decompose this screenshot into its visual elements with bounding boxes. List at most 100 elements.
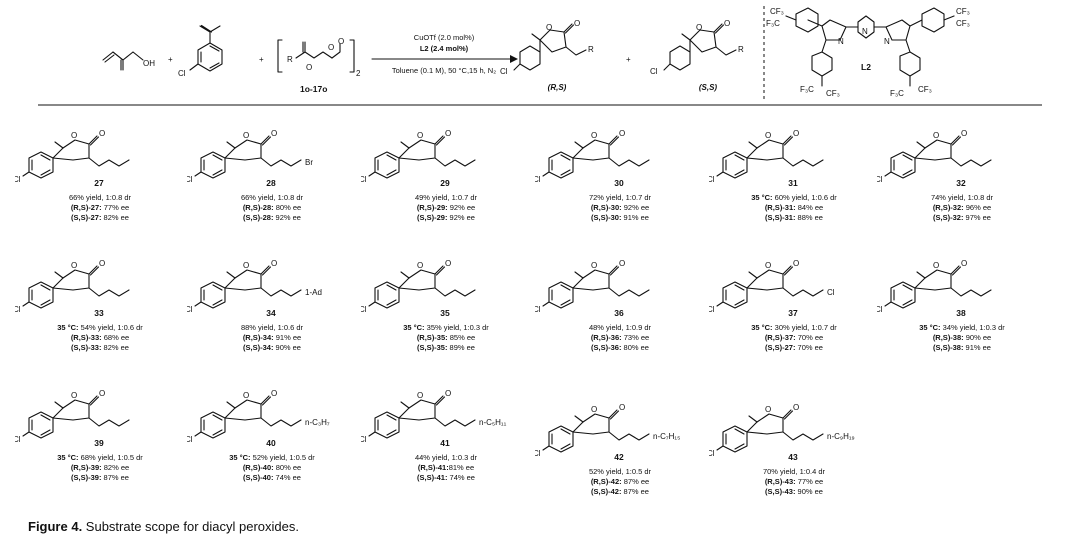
compound-number: 38 — [956, 308, 966, 318]
svg-text:Cl: Cl — [535, 305, 541, 314]
product-rs-structure: O O R Cl (R,S) — [500, 19, 594, 92]
svg-text:n-C₃H₇: n-C₃H₇ — [305, 418, 330, 427]
compound-number: 28 — [266, 178, 276, 188]
svg-text:Cl: Cl — [361, 305, 367, 314]
compound-structure: Cl O O 32 — [875, 129, 992, 188]
svg-text:Cl: Cl — [535, 175, 541, 184]
svg-text:Cl: Cl — [361, 435, 367, 444]
condition-ligand: L2 (2.4 mol%) — [420, 44, 469, 53]
svg-text:O: O — [619, 259, 625, 268]
svg-text:Cl: Cl — [877, 305, 883, 314]
compound-number: 33 — [94, 308, 104, 318]
compound-number: 32 — [956, 178, 966, 188]
compound-results: 49% yield, 1:0.7 dr(R,S)-29: 92% ee(S,S)… — [414, 193, 478, 222]
svg-text:O: O — [328, 43, 334, 52]
svg-text:O: O — [933, 131, 939, 140]
svg-text:O: O — [793, 403, 799, 412]
svg-text:O: O — [765, 261, 771, 270]
compound-entry: Cl O O 33 35 °C: 54% yield, 1:0.6 dr(R,S)-33… — [13, 248, 185, 353]
compound-results: 70% yield, 1:0.4 dr(R,S)-43: 77% ee(S,S)… — [762, 467, 826, 496]
compound-number: 27 — [94, 178, 104, 188]
svg-text:O: O — [546, 23, 552, 32]
svg-text:1-Ad: 1-Ad — [305, 288, 322, 297]
svg-text:2: 2 — [356, 69, 361, 78]
svg-text:Cl: Cl — [535, 449, 541, 458]
svg-text:(R,S): (R,S) — [548, 83, 567, 92]
compound-results: 52% yield, 1:0.5 dr(R,S)-42: 87% ee(S,S)… — [588, 467, 652, 496]
svg-text:(S,S): (S,S) — [699, 83, 718, 92]
ligand-l2-structure: N N N CF₃ F₃C CF₃ CF₃ F₃C CF₃ F₃C CF₃ L2 — [766, 7, 970, 98]
svg-text:O: O — [619, 403, 625, 412]
svg-text:L2: L2 — [861, 62, 871, 72]
compound-results: 88% yield, 1:0.6 dr(R,S)-34: 91% ee(S,S)… — [240, 323, 304, 352]
svg-text:O: O — [417, 131, 423, 140]
plus-sign-3: + — [626, 55, 631, 64]
svg-text:Cl: Cl — [650, 67, 658, 76]
svg-text:O: O — [71, 391, 77, 400]
compound-number: 29 — [440, 178, 450, 188]
svg-text:O: O — [71, 261, 77, 270]
svg-text:O: O — [243, 261, 249, 270]
compound-results: 35 °C: 34% yield, 1:0.3 dr(R,S)-38: 90% … — [919, 323, 1005, 352]
compound-results: 66% yield, 1:0.8 dr(R,S)-27: 77% ee(S,S)… — [68, 193, 132, 222]
svg-text:OH: OH — [143, 59, 155, 68]
compound-number: 41 — [440, 438, 450, 448]
svg-text:O: O — [961, 259, 967, 268]
reaction-scheme: OH + Cl + R O O O 2 1o-17o CuOTf (2.0 mo… — [38, 6, 1042, 106]
svg-text:O: O — [765, 131, 771, 140]
svg-text:O: O — [574, 19, 580, 28]
svg-text:R: R — [738, 45, 744, 54]
svg-text:Br: Br — [305, 158, 313, 167]
compound-results: 35 °C: 52% yield, 1:0.5 dr(R,S)-40: 80% … — [229, 453, 315, 482]
svg-text:O: O — [243, 391, 249, 400]
svg-text:Cl: Cl — [361, 175, 367, 184]
svg-text:CF₃: CF₃ — [770, 7, 784, 16]
compound-results: 35 °C: 54% yield, 1:0.6 dr(R,S)-33: 68% … — [57, 323, 143, 352]
svg-text:O: O — [591, 261, 597, 270]
compound-structure: Cl O O 33 — [13, 259, 130, 318]
svg-text:Cl: Cl — [15, 435, 21, 444]
svg-text:CF₃: CF₃ — [956, 7, 970, 16]
svg-text:1o-17o: 1o-17o — [300, 84, 327, 94]
svg-text:O: O — [933, 261, 939, 270]
svg-text:Cl: Cl — [709, 449, 715, 458]
condition-catalyst: CuOTf (2.0 mol%) — [414, 33, 475, 42]
svg-text:Cl: Cl — [178, 69, 186, 78]
svg-text:Cl: Cl — [187, 305, 193, 314]
svg-text:O: O — [961, 129, 967, 138]
svg-text:Cl: Cl — [15, 305, 21, 314]
svg-text:O: O — [338, 37, 344, 46]
svg-text:CF₃: CF₃ — [956, 19, 970, 28]
svg-text:Cl: Cl — [709, 305, 715, 314]
svg-text:N: N — [884, 37, 890, 46]
svg-text:O: O — [724, 19, 730, 28]
compound-results: 35 °C: 60% yield, 1:0.6 dr(R,S)-31: 84% … — [751, 193, 837, 222]
chloro-methylstyrene-structure: Cl — [178, 24, 223, 78]
svg-text:CF₃: CF₃ — [918, 85, 932, 94]
compound-results: 66% yield, 1:0.8 dr(R,S)-28: 80% ee(S,S)… — [240, 193, 304, 222]
compound-results: 35 °C: 68% yield, 1:0.5 dr(R,S)-39: 82% … — [57, 453, 143, 482]
plus-sign-1: + — [168, 55, 173, 64]
svg-text:O: O — [793, 259, 799, 268]
svg-text:O: O — [99, 259, 105, 268]
svg-text:n-C₉H₁₉: n-C₉H₁₉ — [827, 432, 855, 441]
svg-text:Cl: Cl — [877, 175, 883, 184]
compound-entry: Cl O O 38 35 °C: 34% yield, 1:0.3 dr(R,S)-38… — [875, 248, 1047, 353]
